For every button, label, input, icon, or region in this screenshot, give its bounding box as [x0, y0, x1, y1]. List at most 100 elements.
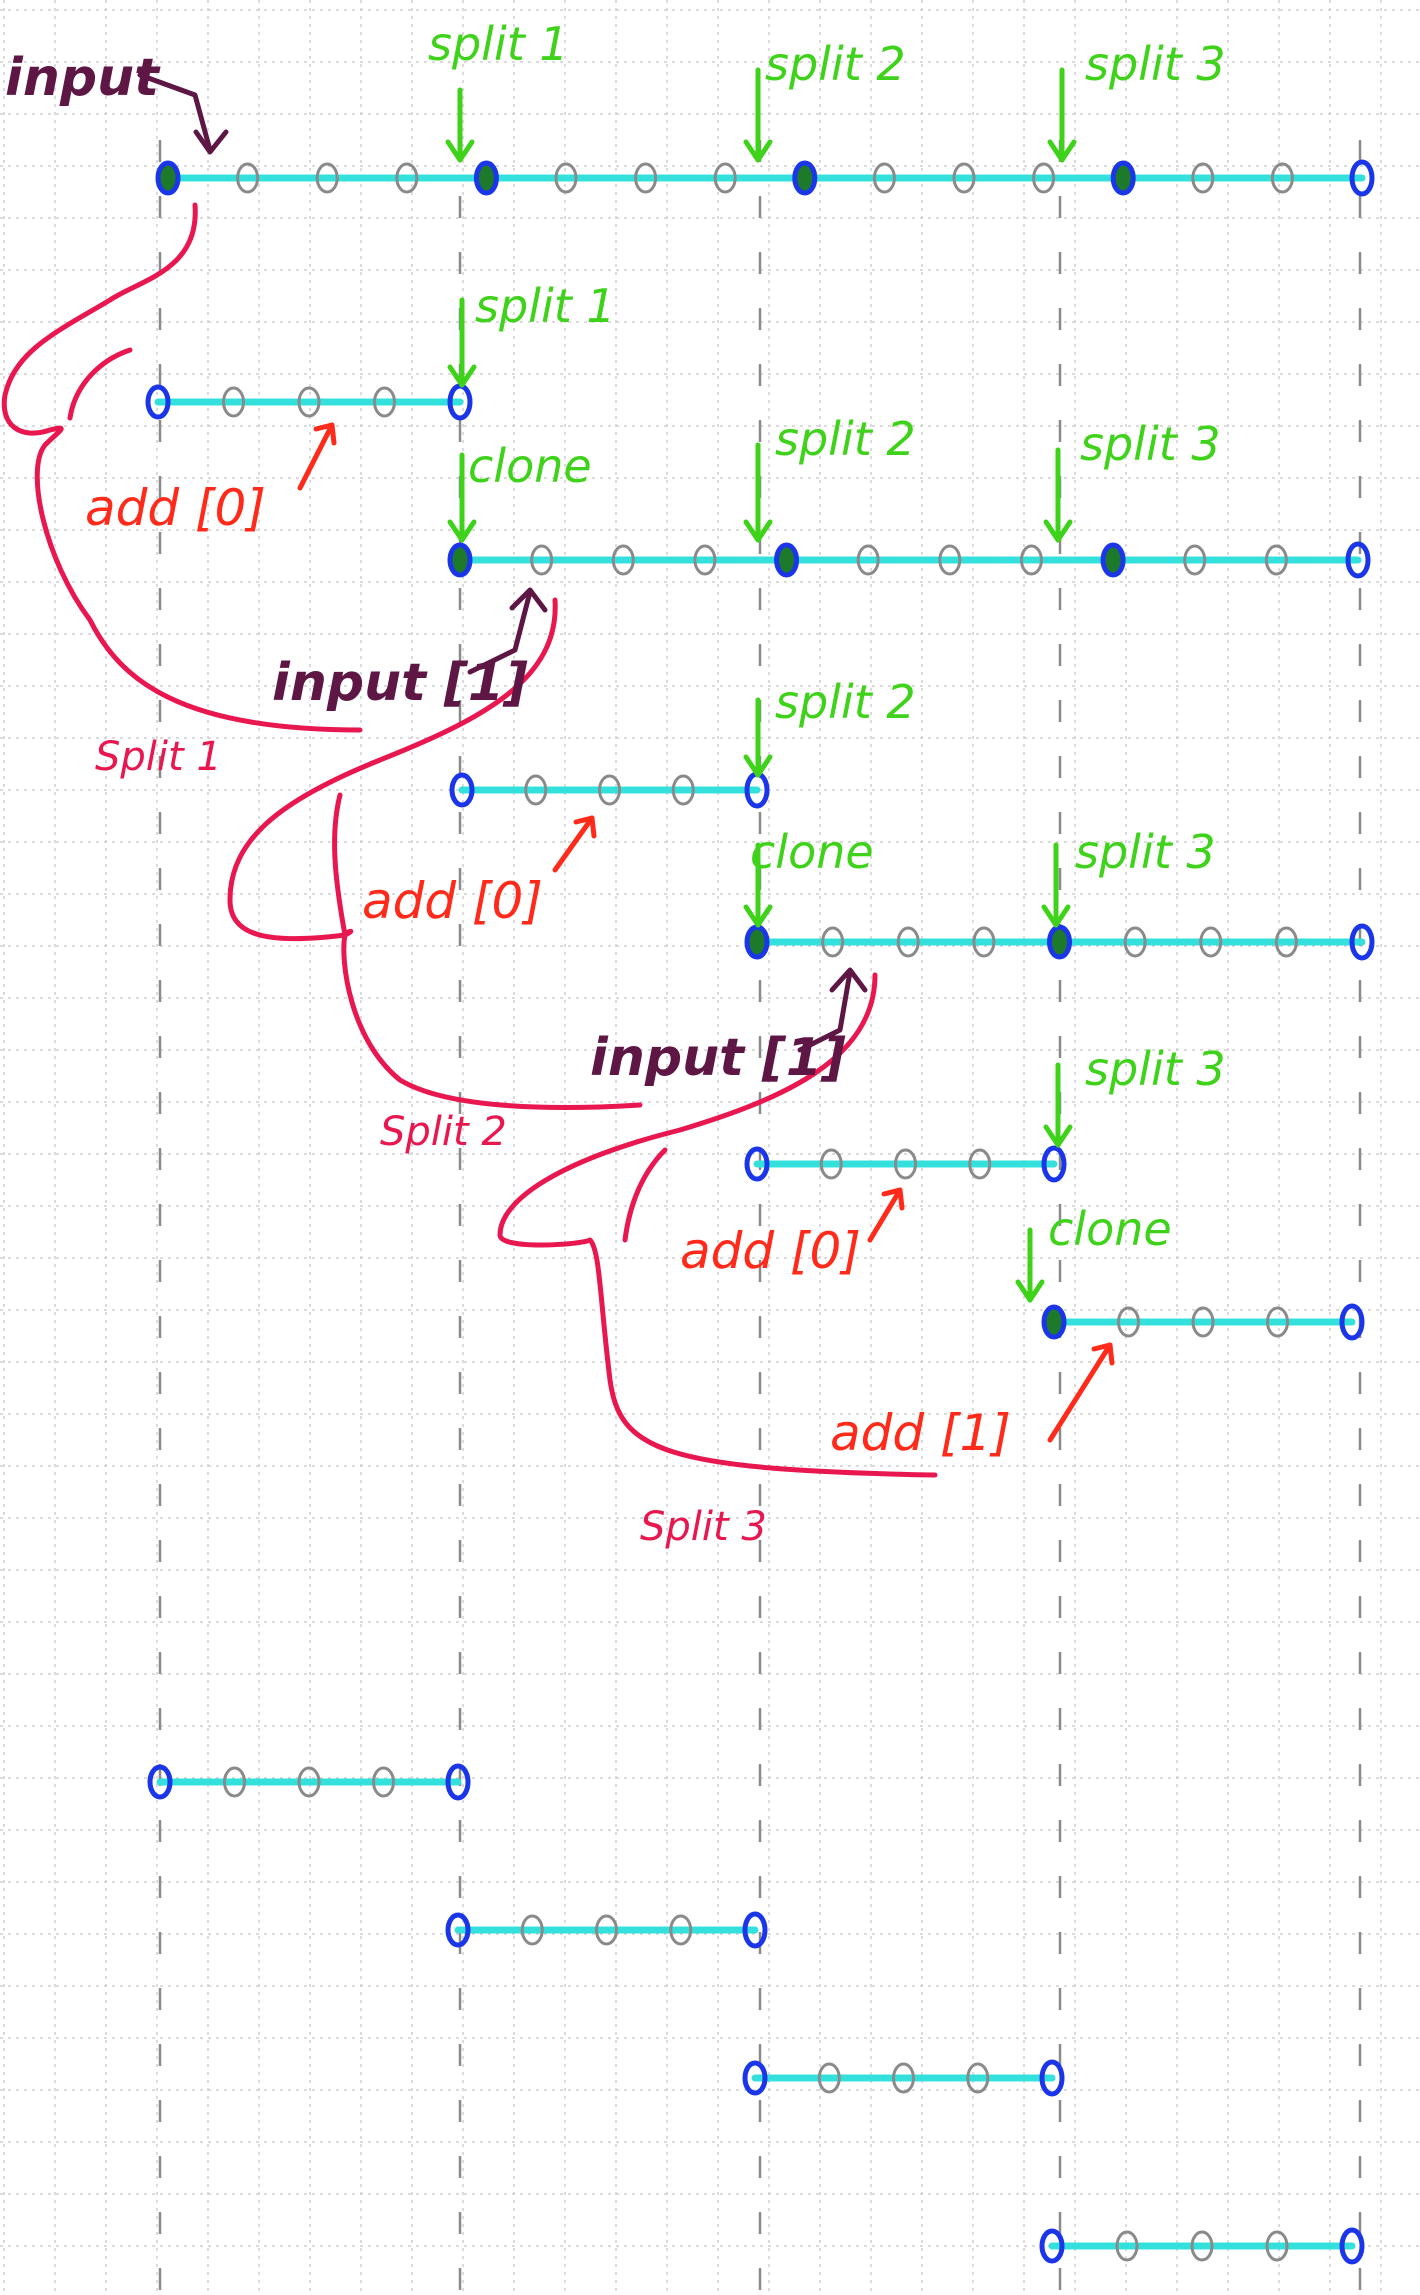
input-arrow-head — [193, 129, 229, 155]
inner-node — [1032, 162, 1056, 194]
inner-node — [297, 1766, 321, 1798]
inner-node — [520, 1914, 544, 1946]
inner-node — [611, 544, 635, 576]
endpoint-node — [147, 1764, 173, 1800]
add-arrow — [297, 422, 335, 491]
clone-label-row3: clone — [468, 439, 592, 493]
inner-node — [315, 162, 339, 194]
input-arrow — [137, 72, 213, 153]
add0-label-row2: add [0] — [85, 479, 266, 537]
inner-node — [530, 544, 554, 576]
down-arrow-head — [743, 519, 773, 543]
add-arrow — [1047, 1342, 1113, 1443]
down-arrow-head — [1043, 1124, 1073, 1148]
add-arrow-head — [881, 1187, 905, 1211]
split-node — [774, 542, 800, 578]
inner-node — [595, 1914, 618, 1946]
add0-label-row6: add [0] — [680, 1222, 861, 1280]
inner-node — [817, 2062, 841, 2094]
down-arrow-head — [1041, 904, 1071, 928]
add0-label-row4: add [0] — [362, 872, 543, 930]
inner-node — [856, 544, 880, 576]
down-arrow-head — [743, 139, 773, 163]
add-arrow — [867, 1187, 903, 1243]
down-arrow-head — [445, 139, 475, 163]
inner-node — [671, 774, 695, 806]
split3-bracket-label: Split 3 — [640, 1504, 767, 1550]
split1-bracket — [1, 202, 363, 733]
endpoint-node — [742, 1911, 768, 1949]
endpoint-node — [1349, 923, 1375, 961]
split3-label-row3: split 3 — [1080, 417, 1221, 471]
inner-node — [297, 386, 321, 418]
inner-node — [896, 926, 920, 958]
inner-node — [1266, 1306, 1289, 1338]
add-arrow-head — [1091, 1342, 1115, 1366]
inner-node — [1274, 926, 1298, 958]
split2-bracket — [227, 597, 643, 1110]
split-node — [473, 160, 499, 196]
split-brackets — [1, 202, 938, 1478]
split-node — [792, 160, 818, 196]
split-node — [1047, 924, 1072, 960]
inner-node — [966, 2062, 990, 2094]
inner-node — [1265, 2230, 1289, 2262]
split3-label-row1: split 3 — [1085, 37, 1226, 91]
add1-label-row7: add [1] — [830, 1404, 1011, 1462]
inner-node — [972, 926, 996, 958]
clone-label-row5: clone — [750, 825, 874, 879]
split2-label-row1: split 2 — [765, 37, 906, 91]
labels: input split 1 split 2 split 3 split 1 cl… — [5, 17, 1226, 1550]
split1-bracket-label: Split 1 — [95, 734, 222, 780]
endpoint-node — [449, 772, 475, 808]
inner-node — [1264, 544, 1288, 576]
split2-label-row3: split 2 — [775, 412, 916, 466]
inner-node — [872, 162, 896, 194]
split-node — [1110, 160, 1136, 196]
inner-node — [1191, 162, 1215, 194]
down-arrow-head — [447, 364, 477, 388]
down-arrow-head — [743, 904, 773, 928]
inner-node — [821, 926, 845, 958]
split2-bracket-label: Split 2 — [380, 1109, 507, 1155]
split2-label-row4: split 2 — [775, 675, 916, 729]
endpoint-node — [742, 2060, 768, 2096]
inner-node — [222, 386, 245, 418]
input1-label-b: input [1] — [590, 1028, 846, 1088]
inner-node — [372, 1766, 395, 1798]
endpoint-node — [155, 160, 181, 196]
down-arrow-head — [1047, 139, 1077, 163]
inner-node — [1117, 1306, 1140, 1338]
split-guides — [158, 140, 1362, 2290]
inner-node — [713, 162, 737, 194]
inner-node — [669, 1914, 693, 1946]
endpoint-node — [1349, 159, 1375, 197]
marker-arrows — [137, 67, 1115, 1443]
inner-node — [1183, 544, 1207, 576]
input-label: input — [5, 48, 161, 108]
endpoint-node — [447, 542, 473, 578]
inner-node — [1199, 926, 1223, 958]
down-arrow-head — [447, 519, 477, 543]
down-arrow-head — [1015, 1279, 1045, 1303]
inner-node — [1190, 2230, 1214, 2262]
endpoint-node — [1041, 1145, 1067, 1183]
inner-node — [1191, 1306, 1215, 1338]
add-arrow-head — [573, 815, 597, 839]
inner-node — [894, 1148, 917, 1180]
inner-node — [968, 1148, 992, 1180]
inner-node — [634, 162, 658, 194]
inner-node — [952, 162, 976, 194]
endpoint-node — [1039, 2228, 1065, 2264]
clone-label-row7: clone — [1048, 1202, 1172, 1256]
inner-node — [524, 774, 548, 806]
split1-label-row2: split 1 — [475, 279, 616, 333]
inner-node — [892, 2062, 915, 2094]
inner-node — [1019, 544, 1043, 576]
endpoint-node — [445, 1912, 471, 1948]
split1-label-row1: split 1 — [428, 17, 569, 71]
inner-node — [819, 1148, 843, 1180]
segment-nodes — [145, 159, 1375, 2265]
input1-arrow-head — [829, 967, 868, 993]
